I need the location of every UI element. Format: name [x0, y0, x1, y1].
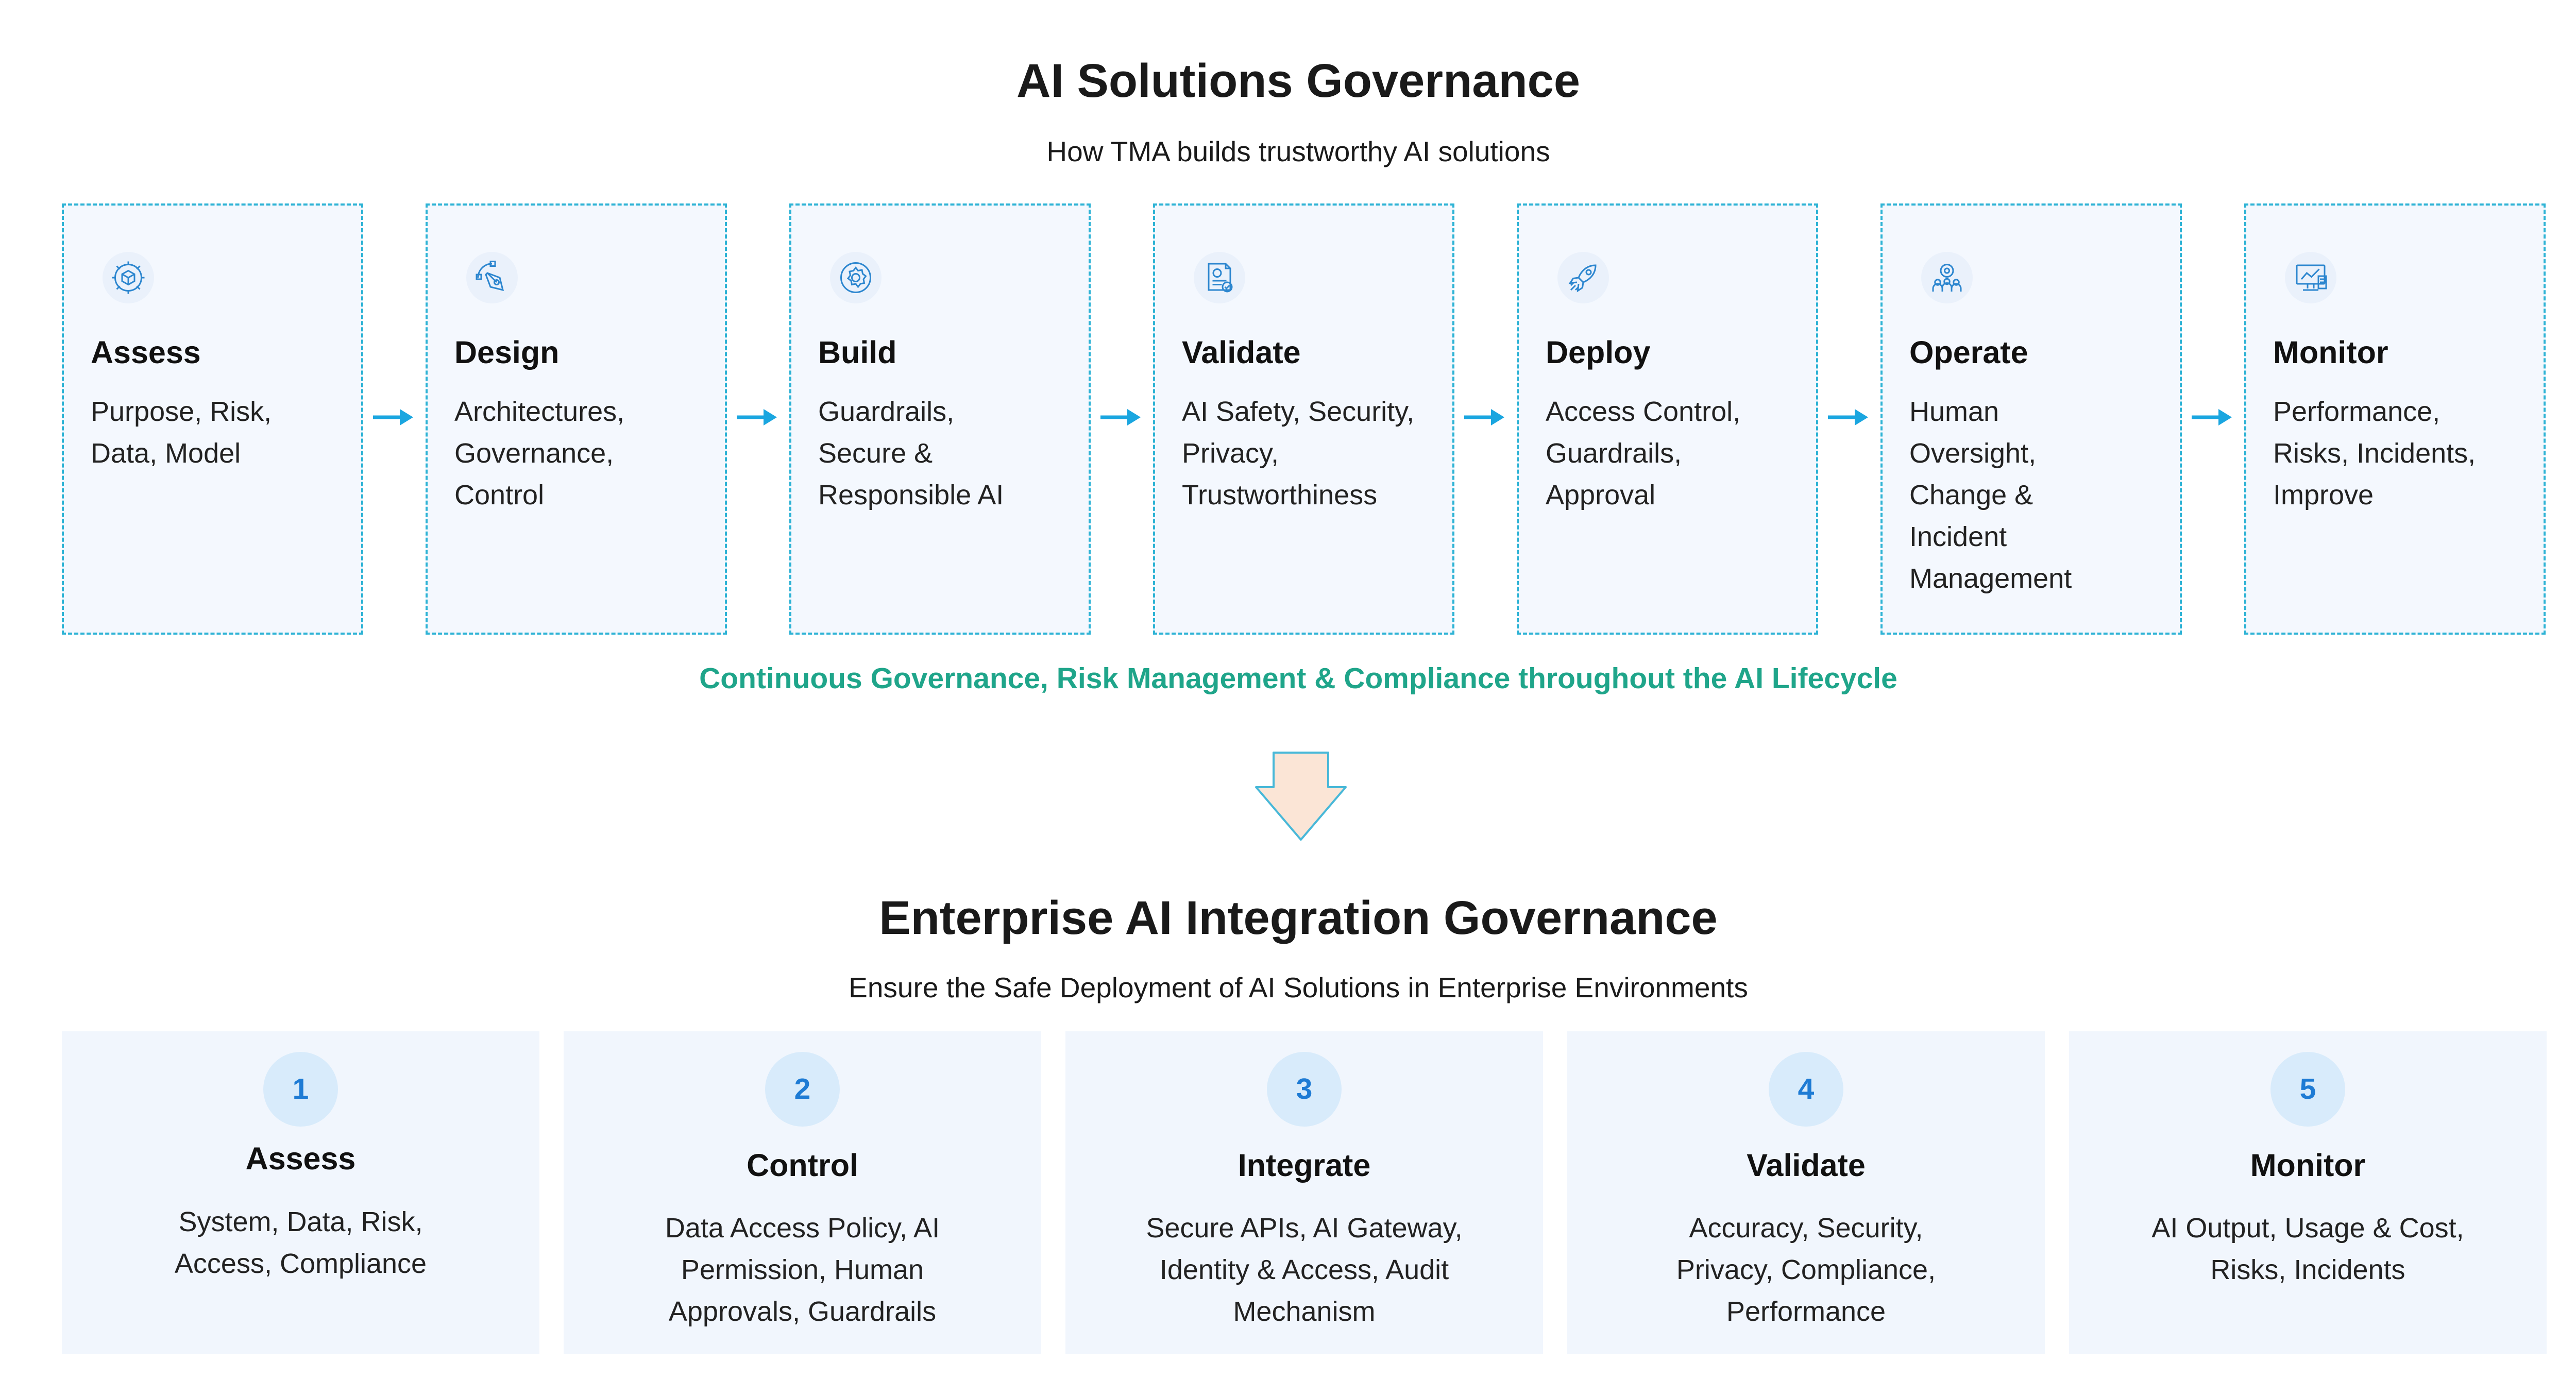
document-check-icon	[1194, 252, 1245, 303]
step-description: Accuracy, Security, Privacy, Compliance,…	[1676, 1213, 1936, 1327]
step-title: Control	[747, 1148, 858, 1183]
integration-step-monitor: 5 Monitor AI Output, Usage & Cost, Risks…	[2069, 1031, 2547, 1354]
step-title: Integrate	[1238, 1148, 1371, 1183]
pen-tool-icon	[466, 252, 518, 303]
arrow-right-icon	[373, 409, 413, 425]
arrow-right-icon	[2192, 409, 2232, 425]
stage-title: Build	[818, 335, 897, 370]
stage-title: Design	[454, 335, 560, 370]
page-title: AI Solutions Governance	[1016, 55, 1580, 107]
section-subtitle: Ensure the Safe Deployment of AI Solutio…	[849, 972, 1748, 1003]
settings-gear-icon	[830, 252, 882, 303]
lifecycle-stage-design: Design Architectures, Governance, Contro…	[426, 203, 727, 635]
gear-cube-icon	[103, 252, 154, 303]
step-number-badge: 2	[765, 1052, 840, 1127]
stage-description: Performance, Risks, Incidents, Improve	[2273, 396, 2476, 510]
lifecycle-stage-operate: Operate Human Oversight, Change & Incide…	[1880, 203, 2182, 635]
stage-title: Monitor	[2273, 335, 2388, 370]
stage-title: Operate	[1909, 335, 2028, 370]
stage-description: Architectures, Governance, Control	[454, 396, 625, 510]
step-title: Validate	[1747, 1148, 1866, 1183]
step-description: Secure APIs, AI Gateway, Identity & Acce…	[1146, 1213, 1463, 1327]
step-number-badge: 3	[1267, 1052, 1342, 1127]
step-description: AI Output, Usage & Cost, Risks, Incident…	[2151, 1213, 2464, 1285]
stage-description: Human Oversight, Change & Incident Manag…	[1909, 396, 2072, 594]
integration-step-validate: 4 Validate Accuracy, Security, Privacy, …	[1567, 1031, 2045, 1354]
stage-description: Access Control, Guardrails, Approval	[1546, 396, 1741, 510]
stage-title: Validate	[1182, 335, 1301, 370]
stage-description: Purpose, Risk, Data, Model	[91, 396, 272, 469]
step-number-badge: 1	[263, 1052, 338, 1127]
step-description: Data Access Policy, AI Permission, Human…	[665, 1213, 940, 1327]
arrow-right-icon	[737, 409, 777, 425]
monitor-icon	[2285, 252, 2336, 303]
lifecycle-stage-build: Build Guardrails, Secure & Responsible A…	[789, 203, 1091, 635]
step-number-badge: 5	[2270, 1052, 2345, 1127]
governance-band-text: Continuous Governance, Risk Management &…	[699, 662, 1897, 695]
lifecycle-stage-monitor: Monitor Performance, Risks, Incidents, I…	[2244, 203, 2546, 635]
stage-description: Guardrails, Secure & Responsible AI	[818, 396, 1004, 510]
arrow-right-icon	[1828, 409, 1868, 425]
stage-title: Assess	[91, 335, 201, 370]
lifecycle-stage-deploy: Deploy Access Control, Guardrails, Appro…	[1517, 203, 1818, 635]
step-title: Monitor	[2250, 1148, 2366, 1183]
integration-step-assess: 1 Assess System, Data, Risk, Access, Com…	[62, 1031, 539, 1354]
page-subtitle: How TMA builds trustworthy AI solutions	[1046, 135, 1550, 167]
team-gear-icon	[1921, 252, 1973, 303]
arrow-down-icon	[1255, 752, 1347, 841]
integration-step-control: 2 Control Data Access Policy, AI Permiss…	[564, 1031, 1041, 1354]
lifecycle-stage-assess: Assess Purpose, Risk, Data, Model	[62, 203, 363, 635]
step-title: Assess	[245, 1141, 356, 1176]
arrow-right-icon	[1100, 409, 1141, 425]
integration-step-integrate: 3 Integrate Secure APIs, AI Gateway, Ide…	[1065, 1031, 1543, 1354]
step-description: System, Data, Risk, Access, Compliance	[174, 1206, 427, 1279]
stage-title: Deploy	[1546, 335, 1651, 370]
section-title: Enterprise AI Integration Governance	[879, 892, 1718, 944]
arrow-right-icon	[1464, 409, 1504, 425]
rocket-icon	[1557, 252, 1609, 303]
lifecycle-stage-validate: Validate AI Safety, Security, Privacy, T…	[1153, 203, 1454, 635]
step-number-badge: 4	[1769, 1052, 1843, 1127]
stage-description: AI Safety, Security, Privacy, Trustworth…	[1182, 396, 1415, 510]
